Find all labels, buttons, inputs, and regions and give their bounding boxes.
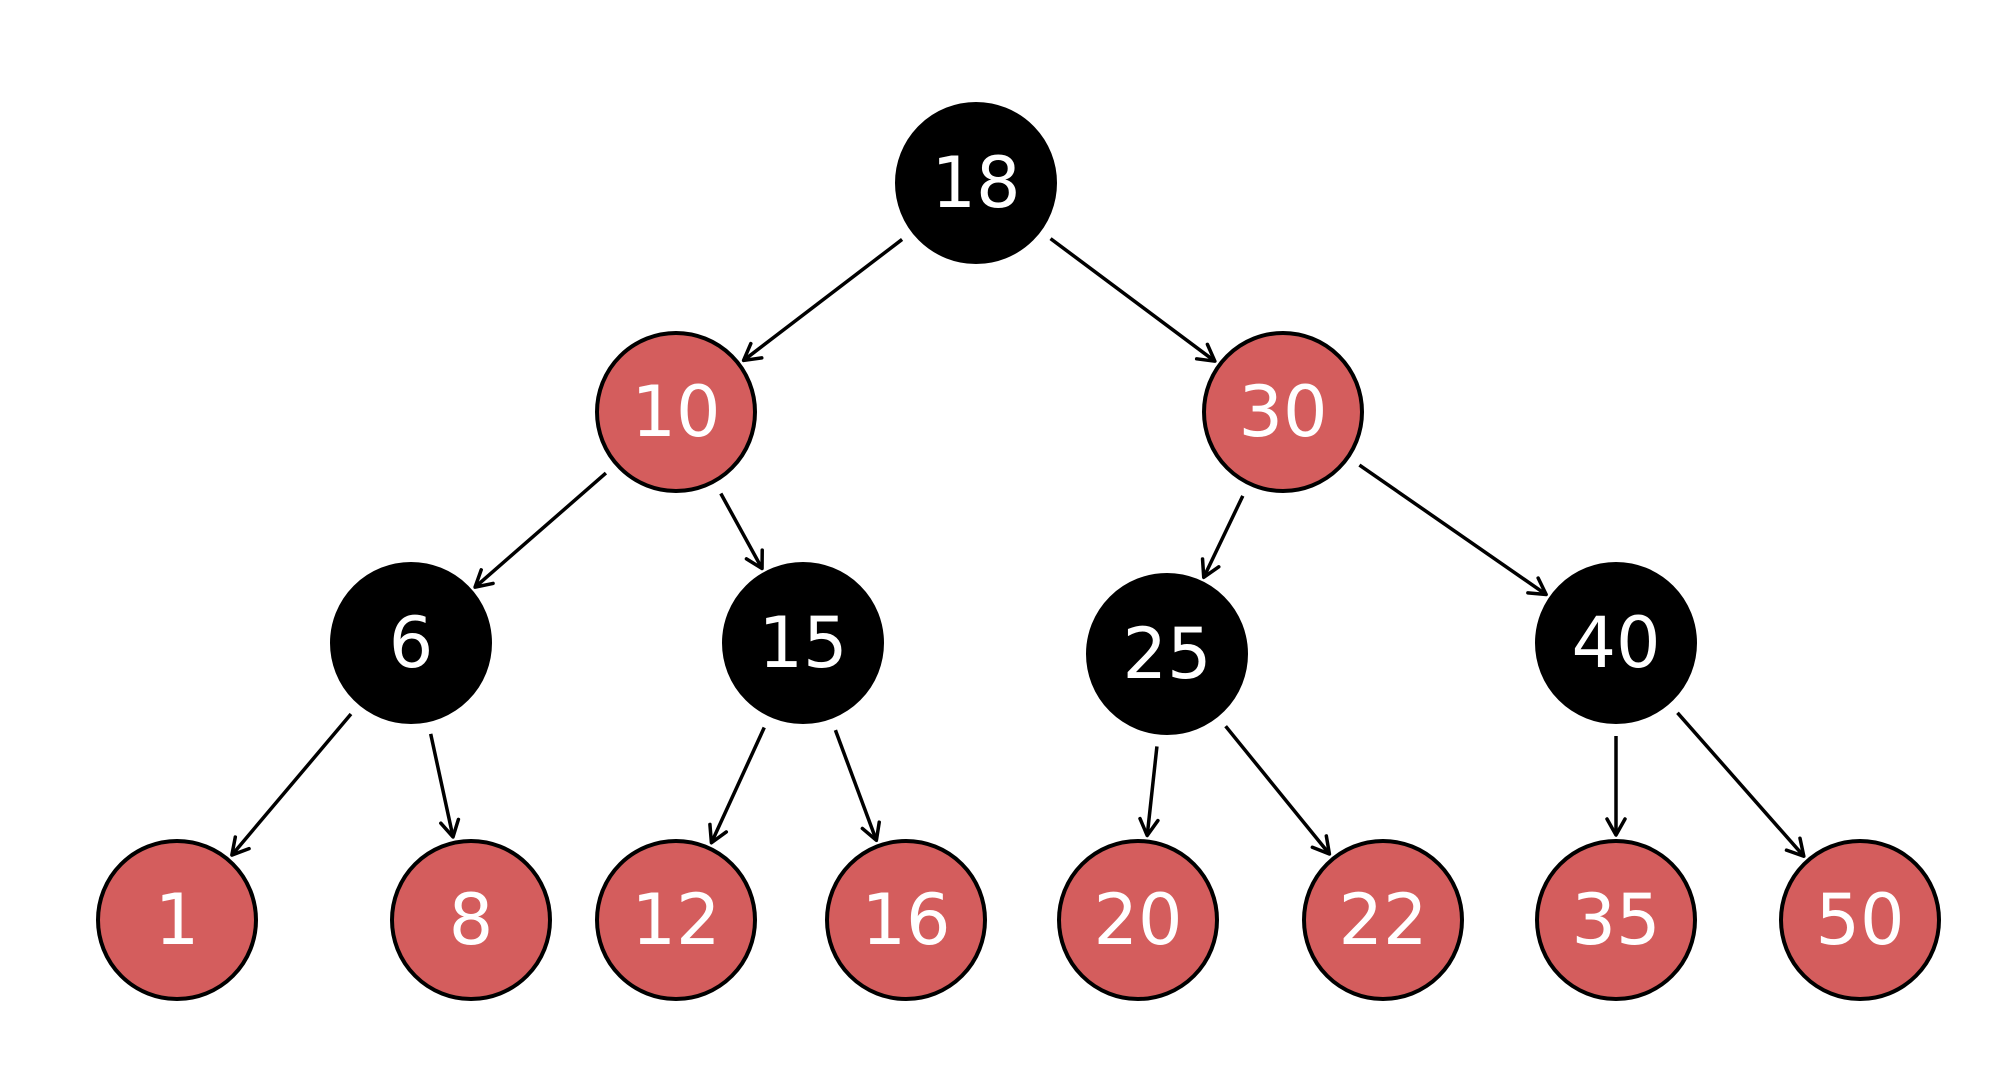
black-node-circle	[895, 102, 1057, 264]
node-label: 6	[389, 602, 434, 684]
edge-arrow-30-to-40	[1358, 463, 1548, 597]
node-label: 16	[861, 879, 950, 961]
tree-node-50: 50	[1779, 839, 1941, 1001]
edges	[230, 237, 1806, 858]
edge-arrow-10-to-15	[719, 492, 764, 571]
black-node-circle	[1535, 562, 1697, 724]
red-node-circle	[96, 839, 258, 1001]
edge-arrow-15-to-12	[708, 726, 766, 845]
node-label: 8	[449, 879, 494, 961]
edge-arrow-10-to-6	[473, 471, 608, 589]
edge-arrow-30-to-25	[1200, 495, 1245, 580]
red-node-circle	[390, 839, 552, 1001]
edge-arrow-25-to-22	[1224, 725, 1332, 856]
node-label: 12	[631, 879, 720, 961]
node-label: 18	[931, 142, 1020, 224]
tree-node-18: 18	[895, 102, 1057, 264]
edge-arrow-25-to-20	[1138, 746, 1160, 838]
tree-node-6: 6	[330, 562, 492, 724]
tree-node-10: 10	[595, 331, 757, 493]
red-node-circle	[825, 839, 987, 1001]
tree-node-1: 1	[96, 839, 258, 1001]
tree-node-8: 8	[390, 839, 552, 1001]
red-node-circle	[595, 331, 757, 493]
red-node-circle	[1202, 331, 1364, 493]
tree-node-15: 15	[722, 562, 884, 724]
edge-arrow-40-to-50	[1676, 711, 1806, 858]
node-label: 15	[758, 602, 847, 684]
red-node-circle	[1302, 839, 1464, 1001]
edge-arrow-15-to-16	[833, 729, 881, 843]
node-label: 25	[1122, 613, 1211, 695]
node-label: 20	[1093, 879, 1182, 961]
red-node-circle	[1779, 839, 1941, 1001]
black-node-circle	[1086, 573, 1248, 735]
edge-arrow-6-to-1	[230, 712, 353, 857]
black-node-circle	[722, 562, 884, 724]
red-node-circle	[1057, 839, 1219, 1001]
tree-node-35: 35	[1535, 839, 1697, 1001]
tree-node-12: 12	[595, 839, 757, 1001]
tree-node-30: 30	[1202, 331, 1364, 493]
edge-arrow-18-to-10	[741, 238, 904, 363]
node-label: 35	[1571, 879, 1660, 961]
node-label: 30	[1238, 371, 1327, 453]
tree-node-22: 22	[1302, 839, 1464, 1001]
tree-node-25: 25	[1086, 573, 1248, 735]
tree-node-40: 40	[1535, 562, 1697, 724]
node-label: 50	[1815, 879, 1904, 961]
red-node-circle	[1535, 839, 1697, 1001]
node-label: 1	[155, 879, 200, 961]
node-label: 22	[1338, 879, 1427, 961]
tree-node-16: 16	[825, 839, 987, 1001]
edge-arrow-18-to-30	[1049, 237, 1217, 363]
black-node-circle	[330, 562, 492, 724]
tree-node-20: 20	[1057, 839, 1219, 1001]
edge-arrow-6-to-8	[428, 733, 461, 839]
node-label: 10	[631, 371, 720, 453]
red-node-circle	[595, 839, 757, 1001]
node-label: 40	[1571, 602, 1660, 684]
